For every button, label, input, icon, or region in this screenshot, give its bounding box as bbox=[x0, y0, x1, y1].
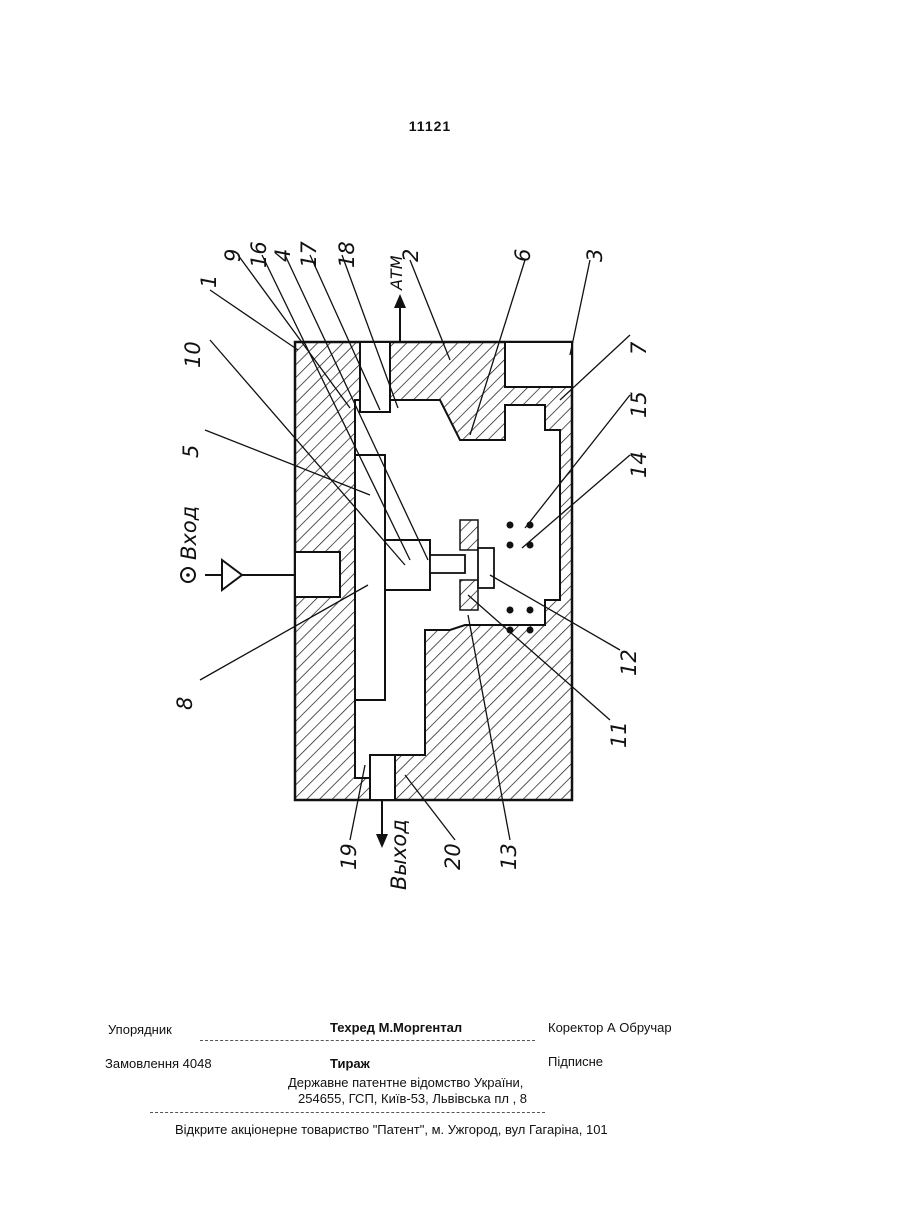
office-line-1: Державне патентне відомство України, bbox=[288, 1075, 523, 1090]
footer-rule-1 bbox=[200, 1040, 535, 1041]
label-6: 6 bbox=[511, 249, 535, 262]
circulation-label: Тираж bbox=[330, 1056, 370, 1071]
upper-port bbox=[505, 342, 572, 387]
technical-drawing: 1 9 16 4 17 18 АТМ 2 6 3 10 5 Вход 7 15 … bbox=[150, 230, 710, 890]
label-4: 4 bbox=[271, 249, 295, 262]
valve-stem bbox=[430, 555, 465, 573]
page-number: 11121 bbox=[0, 118, 860, 134]
label-1: 1 bbox=[197, 275, 221, 288]
label-2: 2 bbox=[399, 249, 423, 262]
label-9: 9 bbox=[221, 249, 245, 262]
valve-stem-body bbox=[385, 540, 430, 590]
label-8: 8 bbox=[173, 697, 197, 710]
signed-label: Підписне bbox=[548, 1054, 603, 1069]
membrane-plate bbox=[355, 455, 385, 700]
corrector-label: Коректор А Обручар bbox=[548, 1020, 672, 1035]
compiler-label: Упорядник bbox=[108, 1022, 172, 1037]
inlet-triangle bbox=[222, 560, 242, 590]
label-12: 12 bbox=[617, 649, 641, 676]
label-vhod: Вход bbox=[177, 506, 201, 560]
label-16: 16 bbox=[247, 241, 271, 268]
label-7: 7 bbox=[627, 341, 651, 355]
office-line-2: 254655, ГСП, Київ-53, Львівська пл , 8 bbox=[298, 1091, 527, 1106]
atm-arrow-head bbox=[394, 294, 406, 308]
label-5: 5 bbox=[179, 445, 203, 458]
label-20: 20 bbox=[441, 843, 465, 870]
footer-rule-2 bbox=[150, 1112, 545, 1113]
valve-seat-lower bbox=[460, 580, 478, 610]
label-10: 10 bbox=[181, 341, 205, 368]
outlet-channel bbox=[370, 755, 395, 800]
label-19: 19 bbox=[337, 843, 361, 870]
label-17: 17 bbox=[297, 241, 321, 268]
inlet-port bbox=[295, 552, 340, 597]
label-vyhod: Выход bbox=[387, 819, 411, 890]
valve-disc bbox=[478, 548, 494, 588]
label-13: 13 bbox=[497, 843, 521, 870]
label-3: 3 bbox=[583, 249, 607, 262]
valve-seat-upper bbox=[460, 520, 478, 550]
label-18: 18 bbox=[335, 241, 359, 268]
label-11: 11 bbox=[607, 721, 631, 748]
label-14: 14 bbox=[627, 451, 651, 478]
company-line: Відкрите акціонерне товариство "Патент",… bbox=[175, 1122, 608, 1137]
techred-label: Техред М.Моргентал bbox=[330, 1020, 462, 1035]
label-15: 15 bbox=[627, 391, 651, 418]
order-label: Замовлення 4048 bbox=[105, 1056, 212, 1071]
